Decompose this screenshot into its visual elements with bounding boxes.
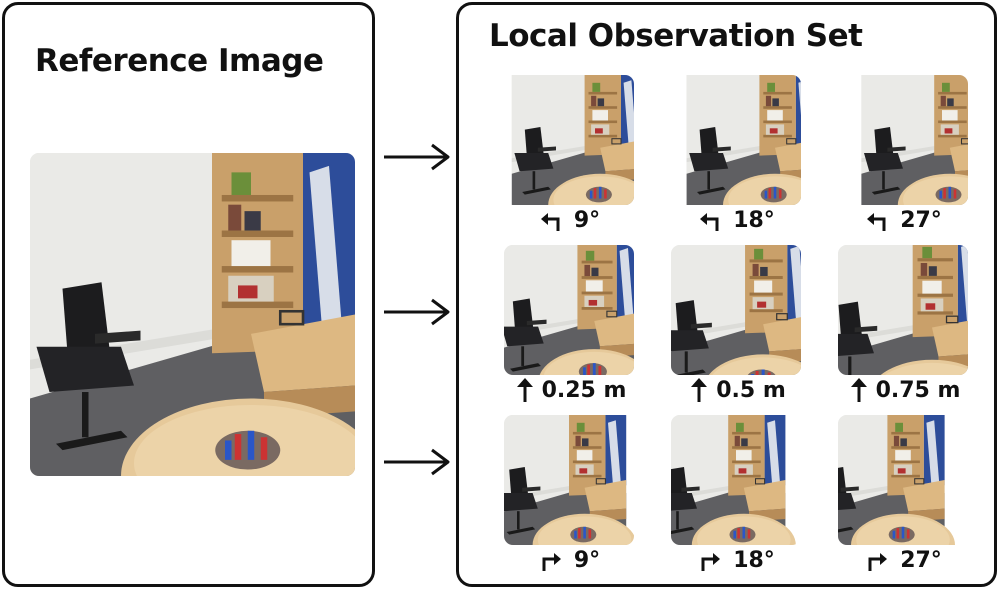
observation-caption: 9° xyxy=(504,545,634,575)
observation-caption: 0.25 m xyxy=(504,375,634,405)
forward-arrow-icon xyxy=(686,377,712,403)
observation-caption: 27° xyxy=(838,205,968,235)
reference-image xyxy=(30,153,355,476)
observation-forward-1: 0.25 m xyxy=(504,245,634,405)
observation-label: 18° xyxy=(733,547,775,573)
flow-arrow-turn-left xyxy=(382,142,452,172)
observation-caption: 0.5 m xyxy=(671,375,801,405)
observation-image xyxy=(671,245,801,375)
forward-arrow-icon xyxy=(846,377,872,403)
observation-image xyxy=(671,75,801,205)
observation-label: 0.75 m xyxy=(875,377,961,403)
observation-title: Local Observation Set xyxy=(489,18,863,54)
observation-label: 9° xyxy=(573,547,601,573)
observation-turn-right-1: 9° xyxy=(504,415,634,575)
observation-panel: Local Observation Set 9° 18° 27° 0.25 m xyxy=(456,2,997,587)
observation-turn-left-2: 18° xyxy=(671,75,801,235)
observation-image xyxy=(838,245,968,375)
observation-turn-left-3: 27° xyxy=(838,75,968,235)
observation-image xyxy=(838,75,968,205)
observation-label: 0.5 m xyxy=(716,377,786,403)
flow-arrow-turn-right xyxy=(382,447,452,477)
turn-right-arrow-icon xyxy=(697,547,723,573)
observation-label: 27° xyxy=(900,547,942,573)
observation-label: 27° xyxy=(900,207,942,233)
observation-forward-3: 0.75 m xyxy=(838,245,968,405)
turn-left-arrow-icon xyxy=(538,207,564,233)
reference-panel: Reference Image xyxy=(2,2,375,587)
observation-image xyxy=(504,415,634,545)
observation-label: 9° xyxy=(573,207,601,233)
turn-left-arrow-icon xyxy=(864,207,890,233)
forward-arrow-icon xyxy=(512,377,538,403)
observation-label: 0.25 m xyxy=(541,377,627,403)
flow-arrow-forward xyxy=(382,297,452,327)
turn-left-arrow-icon xyxy=(697,207,723,233)
observation-caption: 0.75 m xyxy=(838,375,968,405)
observation-caption: 27° xyxy=(838,545,968,575)
observation-turn-right-3: 27° xyxy=(838,415,968,575)
observation-caption: 18° xyxy=(671,205,801,235)
observation-forward-2: 0.5 m xyxy=(671,245,801,405)
turn-right-arrow-icon xyxy=(864,547,890,573)
observation-caption: 18° xyxy=(671,545,801,575)
turn-right-arrow-icon xyxy=(538,547,564,573)
observation-image xyxy=(671,415,801,545)
observation-turn-right-2: 18° xyxy=(671,415,801,575)
observation-image xyxy=(504,75,634,205)
observation-image xyxy=(838,415,968,545)
observation-image xyxy=(504,245,634,375)
observation-turn-left-1: 9° xyxy=(504,75,634,235)
observation-label: 18° xyxy=(733,207,775,233)
reference-title: Reference Image xyxy=(35,43,324,79)
observation-caption: 9° xyxy=(504,205,634,235)
